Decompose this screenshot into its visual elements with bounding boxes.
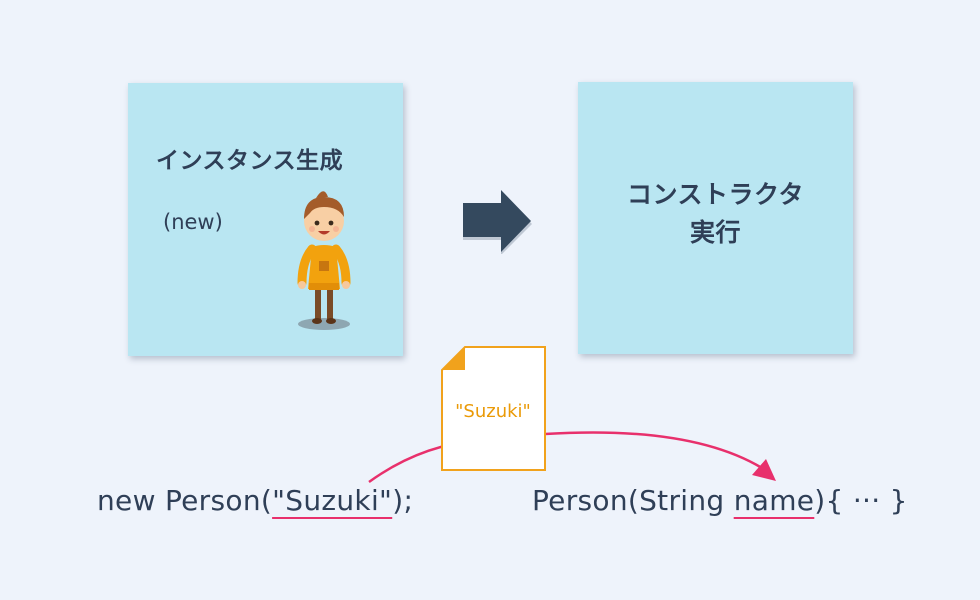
code-right-prefix: Person(String	[532, 484, 734, 517]
document-icon	[441, 346, 546, 471]
boy-character-icon	[297, 191, 351, 330]
code-instantiation: new Person("Suzuki");	[97, 484, 413, 517]
code-argument: "Suzuki"	[272, 484, 393, 517]
constructor-title-line1: コンストラクタ	[626, 180, 804, 209]
right-arrow-icon	[463, 190, 532, 254]
code-left-suffix: );	[392, 484, 414, 517]
constructor-title: コンストラクタ 実行	[578, 176, 853, 252]
flow-arrowhead-icon	[752, 459, 776, 481]
instantiation-card: インスタンス生成 (new)	[128, 83, 403, 356]
constructor-title-line2: 実行	[689, 218, 741, 247]
instantiation-title: インスタンス生成	[156, 148, 344, 174]
code-left-prefix: new Person(	[97, 484, 273, 517]
instantiation-subtitle: (new)	[163, 210, 223, 234]
code-parameter: name	[733, 484, 815, 517]
code-constructor: Person(String name){ ··· }	[532, 484, 908, 517]
code-right-suffix: ){ ··· }	[814, 484, 908, 517]
constructor-card: コンストラクタ 実行	[578, 82, 853, 354]
argument-note-label: "Suzuki"	[455, 401, 531, 422]
